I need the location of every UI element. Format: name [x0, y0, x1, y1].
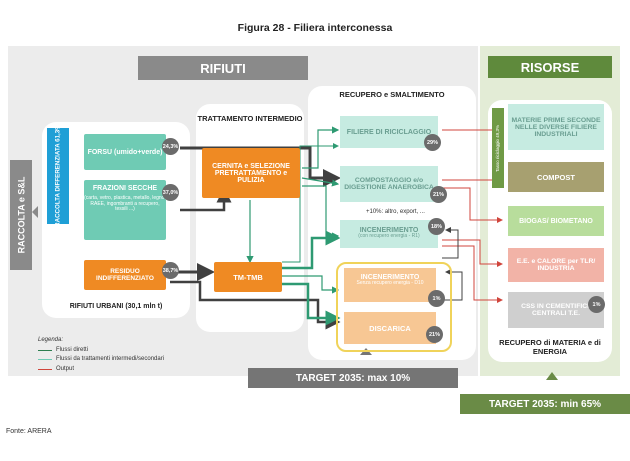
arrow-return-2	[442, 269, 463, 301]
compost-process-pct: 21%	[430, 186, 447, 203]
filiere-box: FILIERE DI RICICLAGGIO	[340, 116, 438, 148]
target-left: TARGET 2035: max 10%	[248, 368, 458, 388]
residuo-box: RESIDUO INDIFFERENZIATO	[84, 260, 166, 290]
legend-title: Legenda:	[38, 337, 64, 343]
rifiuti-header: RIFIUTI	[138, 56, 308, 80]
incen-pct: 18%	[428, 218, 445, 235]
css-box: CSS IN CEMENTIFICI/ CENTRALI T.E.	[508, 292, 604, 328]
biogas-box: BIOGAS/ BIOMETANO	[508, 206, 604, 236]
target-right: TARGET 2035: min 65%	[460, 394, 630, 414]
discarica-box: DISCARICA	[344, 312, 436, 344]
cernita-box: CERNITA e SELEZIONE PRETRATTAMENTO e PUL…	[202, 148, 300, 198]
ee-box: E.E. e CALORE per TLR/ INDUSTRIA	[508, 248, 604, 282]
incen-d10-pct: 1%	[428, 290, 445, 307]
frazioni-box: FRAZIONI SECCHE (carta, vetro, plastica,…	[84, 180, 166, 240]
tmb-box: TM-TMB	[214, 262, 282, 292]
arrow-out-ee	[442, 239, 503, 267]
recupero-title: RECUPERO e SMALTIMENTO	[339, 90, 445, 99]
frazioni-pct: 37,0%	[162, 184, 179, 201]
arrow-cernita-filiere	[302, 126, 340, 169]
forsu-box: FORSU (umido+verde)	[84, 134, 166, 170]
arrow-cernita-incen	[302, 185, 340, 240]
materie-box: MATERIE PRIME SECONDE NELLE DIVERSE FILI…	[508, 104, 604, 150]
altro-note: +10%: altro, export, ...	[366, 209, 425, 215]
target-right-arrow	[546, 372, 558, 380]
differenziata-box: RACCOLTA DIFFERENZIATA 61,3%	[47, 125, 69, 227]
legend-item: Flussi da trattamenti intermedi/secondar…	[38, 355, 164, 365]
css-pct: 1%	[588, 296, 605, 313]
legend-item: Flussi diretti	[38, 346, 164, 356]
arrow-tmb-discarica	[282, 282, 341, 326]
arrow-tmb-filiere	[282, 143, 339, 263]
trattamento-title: TRATTAMENTO INTERMEDIO	[197, 114, 303, 123]
arrow-out-biogas	[442, 187, 503, 223]
residuo-pct: 38,7%	[162, 262, 179, 279]
risorse-header: RISORSE	[488, 56, 612, 78]
compost-box: COMPOST	[508, 162, 604, 192]
raccolta-label: RACCOLTA e S&L	[10, 160, 32, 270]
smaltimento-frame	[336, 262, 452, 352]
tasso-riciclaggio: Tasso riciclaggio 49,3%	[492, 108, 504, 188]
risorse-caption: RECUPERO di MATERIA e di ENERGIA	[499, 338, 601, 356]
incen-d10-box: INCENERIMENTO Senza recupero energia - D…	[344, 268, 436, 302]
discarica-pct: 21%	[426, 326, 443, 343]
incen-box: INCENERIMENTO (con recupero energia - R1…	[340, 220, 438, 248]
arrow-residuo-discarica	[170, 280, 341, 330]
figure-title: Figura 28 - Filiera interconessa	[237, 22, 393, 34]
rifiuti-urbani-caption: RIFIUTI URBANI (30,1 mln t)	[69, 303, 163, 310]
forsu-pct: 24,3%	[162, 138, 179, 155]
filiere-pct: 29%	[424, 134, 441, 151]
legend-item: Output	[38, 365, 164, 375]
arrow-return-1	[442, 227, 459, 259]
source-note: Fonte: ARERA	[6, 428, 52, 435]
arrow-tmb-incen2	[282, 275, 340, 294]
raccolta-arrow	[32, 206, 38, 218]
legend: Legenda: Flussi diretti Flussi da tratta…	[38, 336, 164, 374]
arrow-cernita-compost	[301, 177, 340, 187]
arrow-tmb-incen	[282, 230, 341, 270]
compost-process-box: COMPOSTAGGIO e/o DIGESTIONE ANAEROBICA	[340, 166, 438, 202]
